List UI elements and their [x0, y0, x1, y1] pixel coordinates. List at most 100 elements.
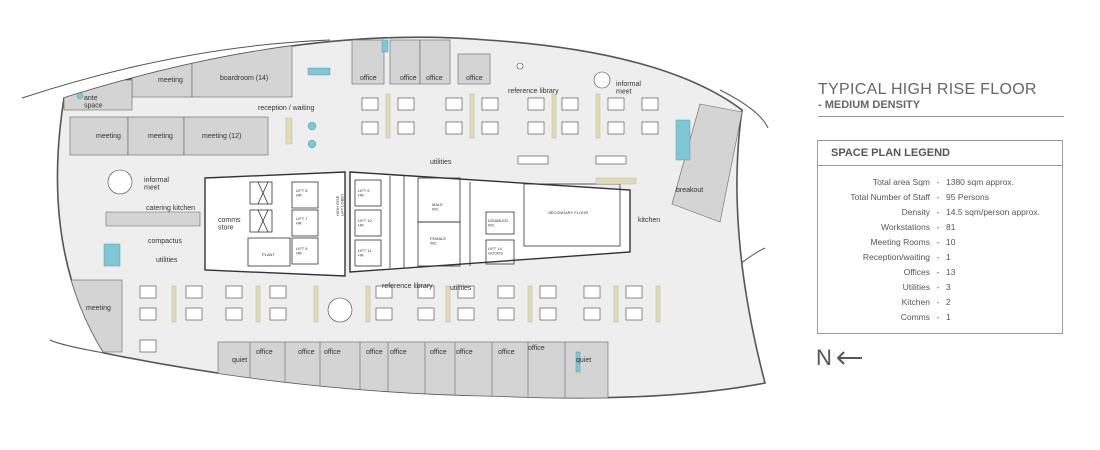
legend-dash: - [936, 267, 940, 277]
left-core [204, 171, 346, 277]
label-office-2: office [400, 75, 417, 82]
core-internals [247, 176, 621, 268]
room-compactus [105, 211, 201, 227]
label-utilities-bottom: utilities [450, 285, 472, 292]
label-breakout: breakout [676, 187, 703, 194]
legend-key: Meeting Rooms [870, 237, 930, 247]
legend-row: Density-14.5 sqm/person approx. [818, 205, 1062, 220]
page-title: TYPICAL HIGH RISE FLOOR [818, 81, 1037, 98]
legend-value: 13 [946, 267, 956, 277]
legend-dash: - [936, 237, 940, 247]
label-utilities-top: utilities [430, 159, 452, 166]
label-meeting-1: meeting [96, 133, 121, 140]
label-office-b9: office [528, 345, 545, 352]
label-reference-library-top: reference library [508, 88, 559, 95]
room-meeting-left [59, 279, 123, 353]
label-office-4: office [466, 75, 483, 82]
legend-dash: - [936, 252, 940, 262]
label-office-b7: office [456, 349, 473, 356]
legend-title: SPACE PLAN LEGEND [818, 141, 1062, 166]
legend-key: Density [901, 207, 930, 217]
label-meeting-left: meeting [86, 305, 111, 312]
label-meeting-top: meeting [158, 77, 183, 84]
timber-screens [171, 93, 661, 323]
legend-dash: - [936, 297, 940, 307]
legend-row: Comms-1 [818, 310, 1062, 325]
label-office-3: office [426, 75, 443, 82]
room-meeting-2 [127, 116, 185, 156]
workstations-top [361, 97, 659, 165]
north-letter: N [816, 345, 832, 370]
label-office-b2: office [298, 349, 315, 356]
legend-value: 14.5 sqm/person approx. [946, 207, 1041, 217]
label-quiet-1: quiet [232, 357, 247, 364]
legend-row: Utilities-3 [818, 280, 1062, 295]
legend-dash: - [936, 312, 940, 322]
legend-value: 2 [946, 297, 951, 307]
room-meeting-1 [69, 116, 129, 156]
title-divider [818, 116, 1064, 117]
label-office-b4: office [366, 349, 383, 356]
legend-row: Workstations-81 [818, 220, 1062, 235]
legend-dash: - [936, 222, 940, 232]
label-reception: reception / waiting [258, 105, 315, 112]
legend-row: Total Number of Staff-95 Persons [818, 190, 1062, 205]
room-office-4 [457, 53, 491, 85]
label-meeting-12: meeting (12) [202, 133, 241, 140]
legend-value: 95 Persons [946, 192, 989, 202]
label-office-1: office [360, 75, 377, 82]
legend-dash: - [936, 282, 940, 292]
room-office-3 [419, 39, 451, 85]
workstations-bottom [139, 285, 643, 353]
legend-key: Utilities [902, 282, 930, 292]
room-office-2 [389, 39, 421, 85]
accent-furniture [76, 39, 691, 373]
arrow-left-icon [836, 351, 862, 365]
label-office-b8: office [498, 349, 515, 356]
legend-key: Offices [903, 267, 930, 277]
label-kitchen: kitchen [638, 217, 660, 224]
legend-dash: - [936, 177, 940, 187]
label-quiet-2: quiet [576, 357, 591, 364]
label-office-b3: office [324, 349, 341, 356]
legend-value: 3 [946, 282, 951, 292]
label-compactus: compactus [148, 238, 182, 245]
label-catering-kitchen: catering kitchen [146, 205, 195, 212]
legend-row: Kitchen-2 [818, 295, 1062, 310]
space-plan-legend: SPACE PLAN LEGEND Total area Sqm-1380 sq… [817, 140, 1063, 334]
legend-rows: Total area Sqm-1380 sqm approx. Total Nu… [818, 166, 1062, 325]
legend-key: Comms [900, 312, 930, 322]
legend-row: Reception/waiting-1 [818, 250, 1062, 265]
legend-row: Meeting Rooms-10 [818, 235, 1062, 250]
legend-value: 1 [946, 252, 951, 262]
legend-key: Reception/waiting [862, 252, 930, 262]
legend-dash: - [936, 207, 940, 217]
legend-value: 1 [946, 312, 951, 322]
legend-value: 81 [946, 222, 956, 232]
legend-key: Workstations [881, 222, 930, 232]
legend-value: 1380 sqm approx. [946, 177, 1015, 187]
page-subtitle: - MEDIUM DENSITY [818, 99, 921, 111]
room-office-row [217, 341, 609, 398]
room-office-1 [351, 39, 385, 85]
legend-dash: - [936, 192, 940, 202]
legend-row: Total area Sqm-1380 sqm approx. [818, 175, 1062, 190]
legend-key: Total area Sqm [872, 177, 930, 187]
label-office-b1: office [256, 349, 273, 356]
room-meeting-12 [183, 116, 269, 156]
label-office-b6: office [430, 349, 447, 356]
